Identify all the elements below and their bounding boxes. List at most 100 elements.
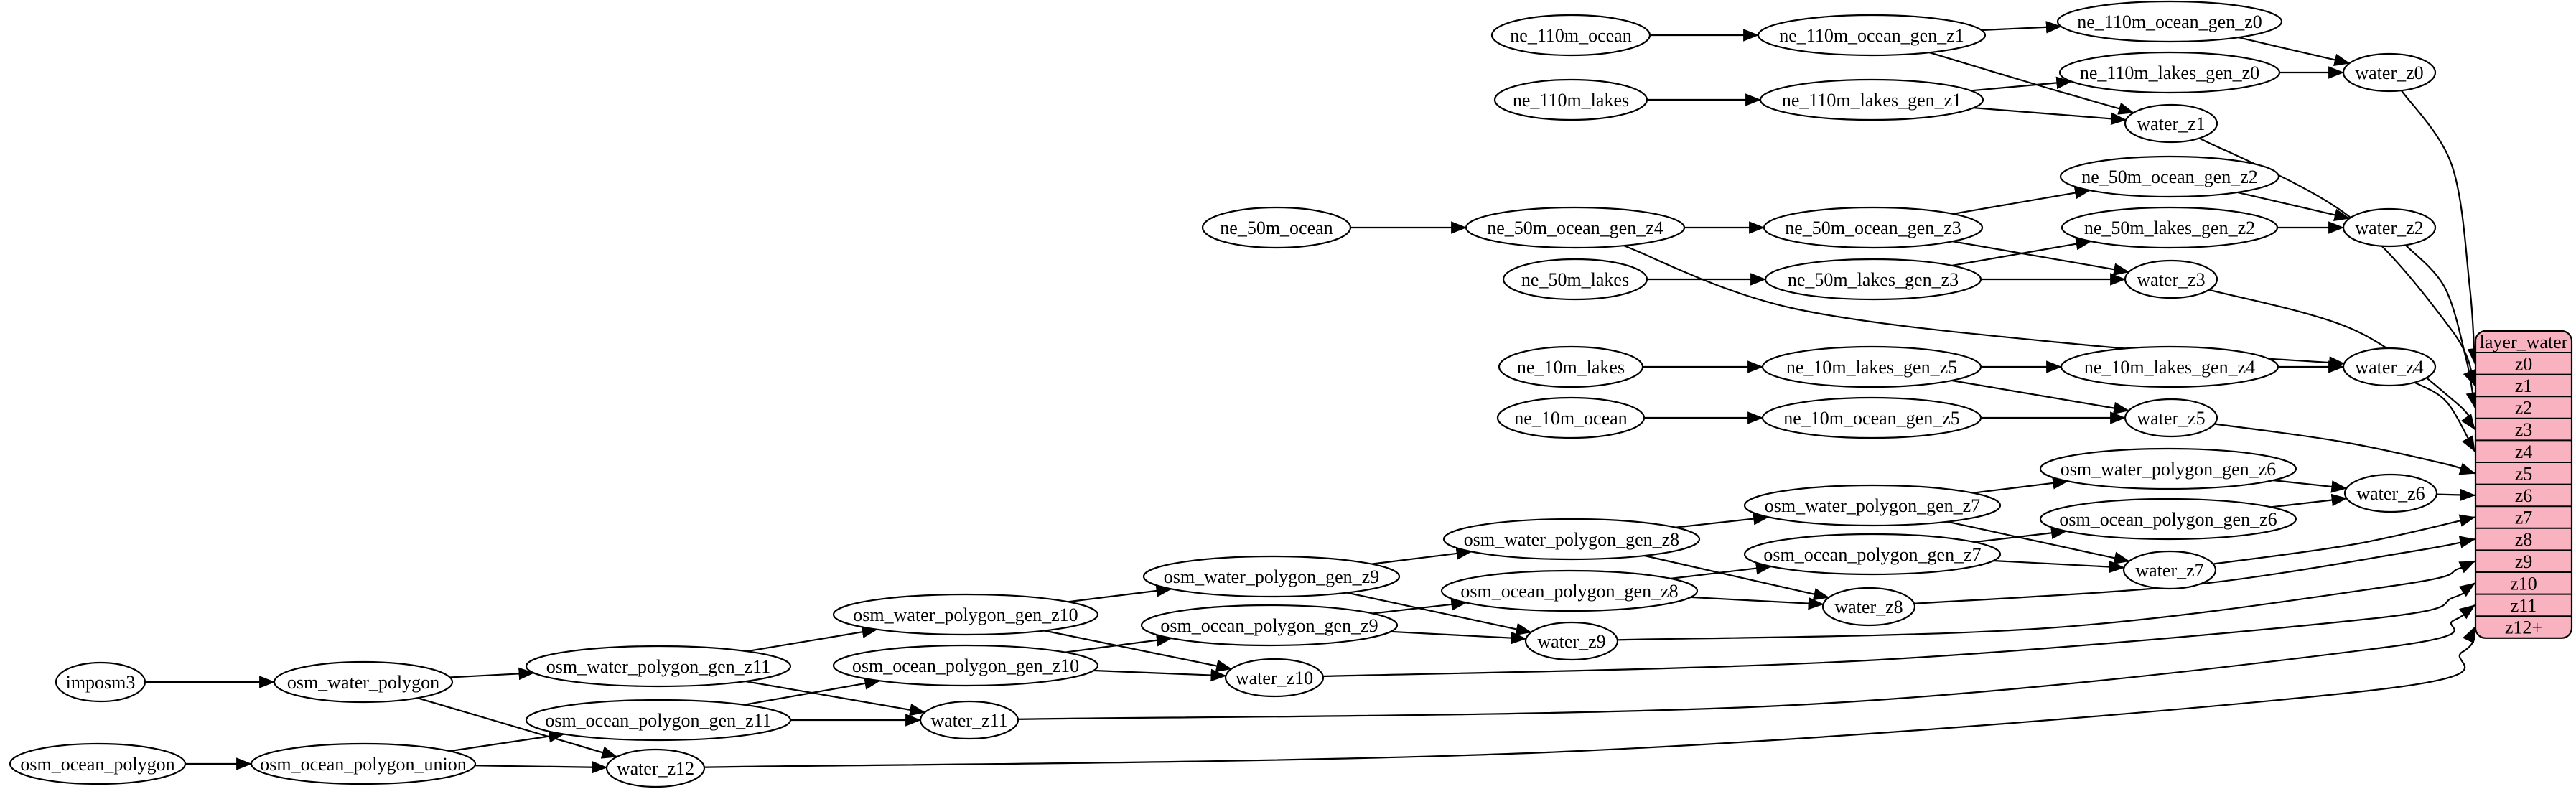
edge-osm_ocean_polygon_union-to-osm_ocean_polygon_gen_z11 [449, 729, 565, 752]
node-ellipse-ne_110m_ocean [1490, 14, 1651, 57]
edge-water_z10-to-layer-row-z10 [1322, 582, 2475, 678]
edge-water_z5-to-layer-row-z5 [2214, 423, 2476, 475]
graph-node-ne_50m_lakes: ne_50m_lakes [1502, 258, 1648, 301]
edge-osm_water_polygon_gen_z6-to-water_z6 [2272, 479, 2348, 493]
node-ellipse-ne_50m_lakes_gen_z2 [2061, 206, 2279, 249]
node-ellipse-ne_110m_lakes [1493, 78, 1648, 121]
node-label-ne_110m_lakes_gen_z1: ne_110m_lakes_gen_z1 [1782, 90, 1961, 111]
layer-table-row-z2: z2 [2515, 398, 2533, 419]
node-ellipse-osm_ocean_polygon [9, 742, 187, 785]
layer-table-row-z4: z4 [2515, 442, 2533, 462]
graph-node-water_z6: water_z6 [2343, 473, 2438, 513]
graph-node-osm_water_polygon_gen_z10: osm_water_polygon_gen_z10 [832, 593, 1099, 636]
graph-node-ne_110m_ocean_gen_z1: ne_110m_ocean_gen_z1 [1757, 14, 1987, 57]
edge-osm_water_polygon_gen_z10-to-water_z10 [1044, 630, 1233, 673]
edge-water_z2-to-layer-row-z2 [2404, 244, 2478, 408]
node-ellipse-water_z1 [2124, 103, 2218, 144]
layer-table-row-z7: z7 [2515, 508, 2533, 528]
node-label-ne_50m_lakes: ne_50m_lakes [1521, 269, 1629, 290]
graph-node-osm_ocean_polygon_union: osm_ocean_polygon_union [250, 742, 477, 785]
node-ellipse-osm_water_polygon [273, 660, 454, 704]
node-ellipse-osm_ocean_polygon_gen_z6 [2039, 498, 2297, 541]
edge-ne_10m_lakes_gen_z5-to-water_z5 [1951, 379, 2130, 415]
edge-osm_ocean_polygon_gen_z7-to-water_z7 [1993, 559, 2125, 574]
edge-ne_50m_ocean_gen_z4-to-water_z4 [1623, 245, 2346, 369]
node-label-osm_ocean_polygon: osm_ocean_polygon [20, 754, 174, 775]
node-label-ne_10m_lakes: ne_10m_lakes [1517, 357, 1625, 378]
node-label-water_z7: water_z7 [2135, 560, 2203, 581]
node-label-water_z3: water_z3 [2137, 269, 2205, 290]
node-ellipse-water_z6 [2343, 473, 2438, 513]
node-label-osm_water_polygon_gen_z6: osm_water_polygon_gen_z6 [2061, 459, 2276, 480]
graph-node-water_z5: water_z5 [2124, 398, 2218, 438]
graph-node-osm_ocean_polygon: osm_ocean_polygon [9, 742, 187, 785]
layer-table-row-z5: z5 [2515, 463, 2533, 484]
node-ellipse-ne_50m_ocean_gen_z4 [1465, 206, 1686, 249]
graph-node-ne_10m_lakes_gen_z4: ne_10m_lakes_gen_z4 [2060, 345, 2279, 388]
edge-osm_water_polygon_gen_z7-to-water_z7 [1947, 520, 2130, 564]
node-label-osm_water_polygon_gen_z8: osm_water_polygon_gen_z8 [1464, 529, 1679, 550]
graph-node-osm_water_polygon: osm_water_polygon [273, 660, 454, 704]
node-ellipse-ne_110m_ocean_gen_z1 [1757, 14, 1987, 57]
layer-table-row-z1: z1 [2515, 375, 2533, 396]
node-ellipse-water_z5 [2124, 398, 2218, 438]
node-layer: ne_110m_ocean ne_110m_ocean_gen_z1 ne_110m… [9, 0, 2438, 788]
node-label-ne_110m_ocean: ne_110m_ocean [1510, 25, 1631, 46]
edge-osm_ocean_polygon_gen_z8-to-water_z8 [1690, 596, 1824, 610]
node-ellipse-ne_10m_ocean_gen_z5 [1761, 396, 1982, 439]
edge-ne_110m_ocean_gen_z1-to-water_z1 [1928, 52, 2134, 115]
node-label-ne_110m_lakes_gen_z0: ne_110m_lakes_gen_z0 [2080, 62, 2259, 83]
graph-node-ne_10m_lakes: ne_10m_lakes [1498, 345, 1644, 388]
edge-osm_water_polygon-to-osm_water_polygon_gen_z11 [449, 667, 535, 681]
edge-ne_50m_ocean_gen_z3-to-water_z3 [1952, 241, 2130, 276]
graph-node-water_z0: water_z0 [2342, 52, 2437, 93]
graph-node-ne_110m_lakes_gen_z0: ne_110m_lakes_gen_z0 [2058, 51, 2281, 94]
node-label-ne_50m_lakes_gen_z2: ne_50m_lakes_gen_z2 [2084, 218, 2255, 238]
graph-node-water_z11: water_z11 [919, 700, 1019, 740]
graph-node-water_z1: water_z1 [2124, 103, 2218, 144]
node-ellipse-osm_water_polygon_gen_z9 [1142, 555, 1401, 598]
node-ellipse-ne_10m_ocean [1496, 396, 1646, 439]
node-label-osm_ocean_polygon_union: osm_ocean_polygon_union [260, 754, 466, 775]
node-label-osm_ocean_polygon_gen_z10: osm_ocean_polygon_gen_z10 [852, 655, 1079, 676]
node-label-osm_water_polygon_gen_z9: osm_water_polygon_gen_z9 [1164, 566, 1379, 587]
layer-table-title: layer_water [2480, 332, 2568, 353]
graph-node-osm_ocean_polygon_gen_z10: osm_ocean_polygon_gen_z10 [832, 644, 1099, 687]
node-ellipse-water_z12 [605, 748, 706, 788]
graph-node-osm_ocean_polygon_gen_z9: osm_ocean_polygon_gen_z9 [1140, 604, 1399, 647]
edge-osm_ocean_polygon_gen_z8-to-osm_ocean_polygon_gen_z7 [1671, 561, 1772, 579]
node-label-ne_110m_ocean_gen_z0: ne_110m_ocean_gen_z0 [2077, 11, 2262, 32]
graph-node-water_z7: water_z7 [2122, 550, 2217, 590]
graph-node-osm_ocean_polygon_gen_z7: osm_ocean_polygon_gen_z7 [1743, 533, 2002, 576]
node-ellipse-osm_ocean_polygon_gen_z7 [1743, 533, 2002, 576]
node-ellipse-osm_ocean_polygon_gen_z9 [1140, 604, 1399, 647]
layer-table-row-z8: z8 [2515, 529, 2533, 550]
edge-osm_ocean_polygon_gen_z9-to-water_z9 [1390, 630, 1527, 645]
node-label-water_z10: water_z10 [1236, 668, 1313, 688]
node-label-ne_10m_lakes_gen_z4: ne_10m_lakes_gen_z4 [2084, 357, 2255, 378]
node-label-water_z1: water_z1 [2137, 113, 2205, 134]
node-label-ne_50m_ocean: ne_50m_ocean [1220, 218, 1333, 238]
graph-node-water_z10: water_z10 [1224, 658, 1325, 698]
node-label-ne_50m_ocean_gen_z3: ne_50m_ocean_gen_z3 [1785, 218, 1961, 238]
edge-ne_110m_ocean_gen_z0-to-water_z0 [2238, 37, 2351, 66]
node-label-imposm3: imposm3 [66, 672, 136, 693]
node-ellipse-water_z2 [2342, 207, 2437, 248]
edge-osm_water_polygon_gen_z11-to-water_z11 [745, 680, 926, 716]
node-label-osm_ocean_polygon_gen_z6: osm_ocean_polygon_gen_z6 [2059, 509, 2277, 530]
layer-table-row-z3: z3 [2515, 419, 2533, 440]
node-label-ne_50m_ocean_gen_z4: ne_50m_ocean_gen_z4 [1487, 218, 1663, 238]
node-label-water_z2: water_z2 [2355, 218, 2423, 238]
edge-water_z0-to-layer-row-z0 [2400, 90, 2481, 365]
node-label-ne_110m_lakes: ne_110m_lakes [1513, 90, 1629, 111]
node-ellipse-water_z10 [1224, 658, 1325, 698]
graph-node-osm_ocean_polygon_gen_z6: osm_ocean_polygon_gen_z6 [2039, 498, 2297, 541]
node-label-osm_ocean_polygon_gen_z8: osm_ocean_polygon_gen_z8 [1460, 581, 1678, 602]
node-ellipse-osm_ocean_polygon_gen_z11 [525, 699, 792, 742]
node-ellipse-water_z9 [1524, 621, 1619, 661]
node-ellipse-osm_water_polygon_gen_z11 [525, 645, 792, 688]
edge-osm_water_polygon_gen_z8-to-osm_water_polygon_gen_z7 [1675, 512, 1770, 528]
node-label-water_z6: water_z6 [2356, 483, 2425, 504]
